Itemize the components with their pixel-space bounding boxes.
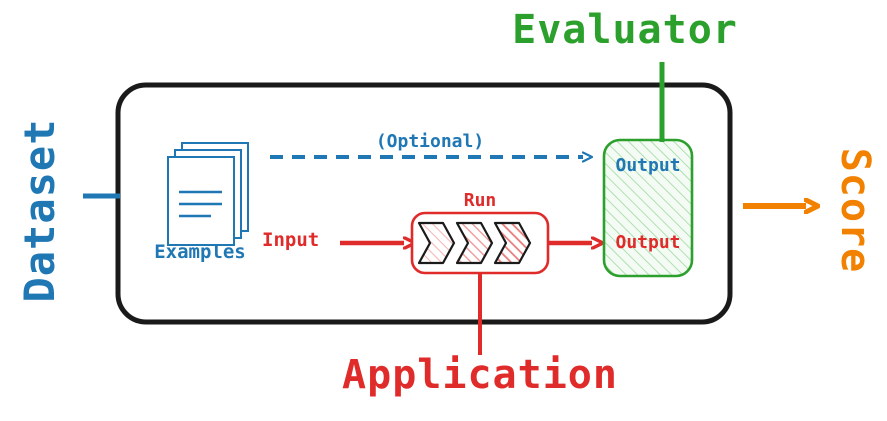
outer-container-box [115,82,733,325]
optional-label: (Optional) [375,131,485,152]
evaluator-label: Evaluator [512,7,738,53]
output-top-label: Output [615,155,681,176]
dataset-label: Dataset [15,118,64,303]
run-pipeline-box [410,211,550,275]
document-stack-icon [167,142,249,246]
score-label: Score [832,147,878,274]
run-label: Run [463,190,497,211]
evaluator-box [602,138,694,278]
examples-label: Examples [154,241,246,263]
output-bottom-label: Output [615,232,681,253]
chevron-3-icon [493,221,532,265]
chevron-1-icon [417,221,456,265]
chevron-2-icon [455,221,494,265]
input-label: Input [262,229,320,251]
application-label: Application [342,352,618,398]
